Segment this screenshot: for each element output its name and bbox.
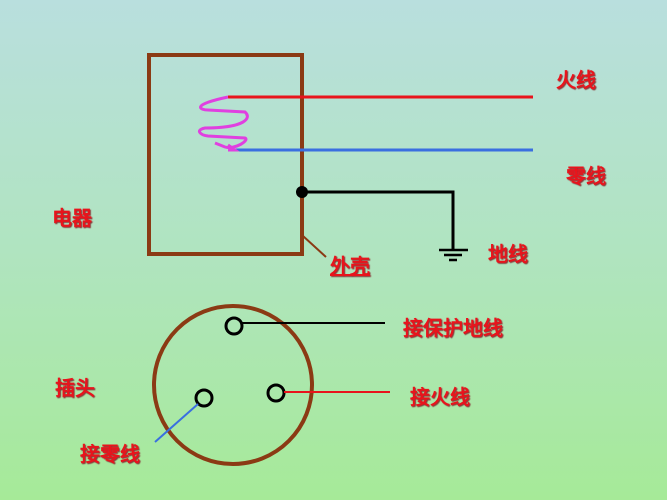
neutral-pin-label: 接零线: [80, 442, 140, 466]
live-pin-hole: [266, 383, 286, 403]
plug-face: [152, 304, 314, 466]
neutral-pin-hole: [194, 388, 214, 408]
ground-symbol-icon: [439, 248, 468, 262]
live-pin-label: 接火线: [410, 385, 470, 409]
neutral-pin-lead: [154, 403, 199, 443]
shell-label: 外壳: [330, 254, 370, 278]
appliance-label: 电器: [52, 206, 92, 230]
shell-pointer: [302, 235, 327, 258]
neutral-label: 零线: [566, 164, 606, 188]
live-label: 火线: [556, 68, 596, 92]
ground-label: 地线: [488, 242, 528, 266]
earth-pin-label: 接保护地线: [403, 316, 503, 340]
appliance-box: [147, 53, 304, 256]
plug-label: 插头: [55, 376, 95, 400]
earth-pin-hole: [224, 316, 244, 336]
heating-coil: [197, 95, 249, 152]
ground-wire: [302, 190, 455, 250]
